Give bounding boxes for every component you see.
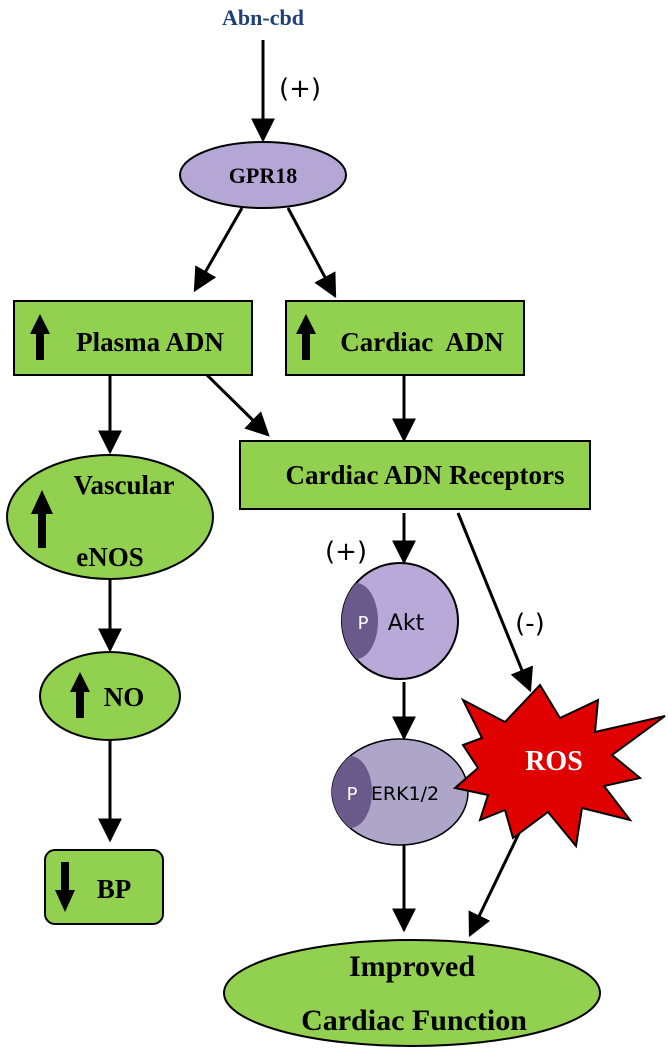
bp-label: BP [97, 874, 132, 904]
akt-label: Akt [388, 611, 425, 636]
gpr18-label: GPR18 [229, 163, 297, 188]
arrow-gpr18-to-cardiac-adn [286, 207, 337, 299]
erk-label: ERK1/2 [371, 783, 439, 805]
sign-receptor-to-akt: (+) [325, 537, 367, 567]
sign-abn-to-gpr: (+) [279, 74, 321, 104]
receptors-box [239, 440, 591, 510]
vascular-label-line2: eNOS [76, 542, 144, 572]
ros-starburst [452, 683, 666, 849]
down-arrow-icon [55, 862, 75, 912]
cardiac-adn-label: Cardiac ADN [340, 327, 504, 357]
improved-label-line2: Cardiac Function [301, 1004, 527, 1037]
akt-phospho-label: P [358, 613, 369, 634]
erk-phospho-marker [331, 756, 372, 828]
arrows [98, 40, 537, 938]
sign-receptor-to-ros: (-) [515, 609, 545, 639]
ros-label: ROS [525, 746, 583, 777]
improved-cardiac-function-node [223, 939, 601, 1047]
arrow-gpr18-to-plasma-adn [193, 207, 244, 293]
erk-node [331, 738, 469, 846]
cardiac-adn-box [285, 300, 525, 376]
up-arrow-icon [30, 314, 50, 360]
up-arrow-icon [296, 314, 316, 360]
plasma-adn-box [13, 300, 253, 376]
arrow-receptors-to-ros [456, 512, 533, 693]
improved-label-line1: Improved [349, 950, 475, 983]
abn-cbd-label: Abn-cbd [222, 5, 304, 30]
vascular-label-line1: Vascular [73, 470, 174, 500]
vascular-enos-node [6, 454, 214, 580]
no-label: NO [104, 682, 145, 712]
akt-phospho-marker [341, 583, 378, 659]
up-arrow-icon [70, 672, 90, 718]
gpr18-node [179, 141, 347, 209]
arrow-plasma-adn-to-receptors [205, 373, 270, 437]
receptors-label: Cardiac ADN Receptors [286, 460, 565, 490]
plasma-adn-label: Plasma ADN [76, 327, 224, 357]
up-arrow-icon [31, 490, 53, 548]
no-node [39, 651, 181, 741]
bp-box [44, 849, 164, 925]
akt-node [341, 562, 459, 680]
erk-phospho-label: P [347, 784, 358, 805]
